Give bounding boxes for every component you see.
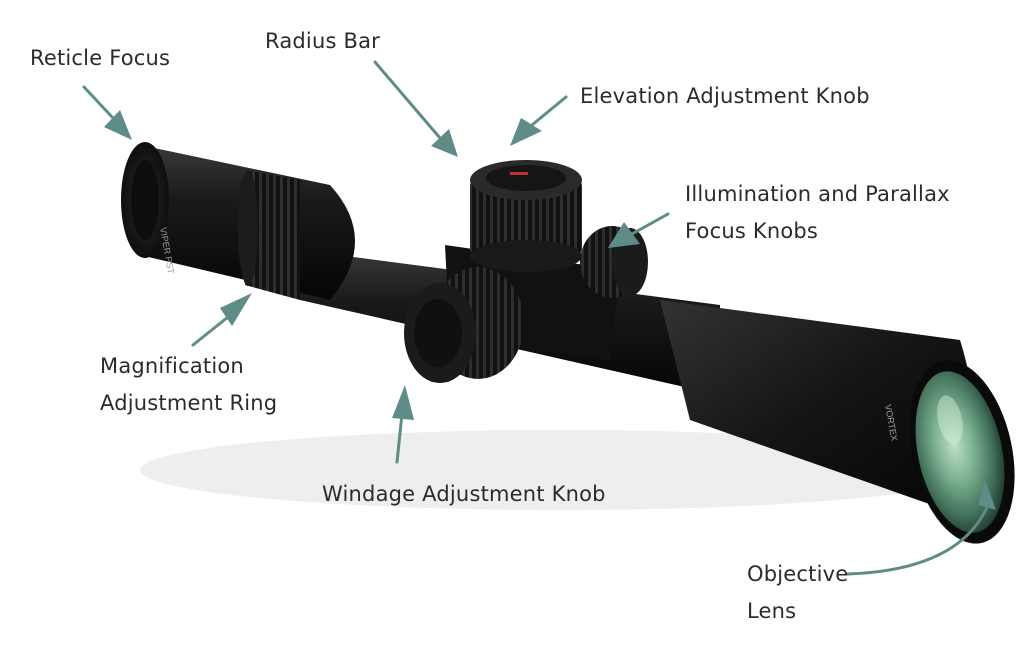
label-elevation-knob: Elevation Adjustment Knob <box>580 78 870 115</box>
objective-lens-arrowhead <box>978 480 996 510</box>
label-illumination-parallax-line1: Illumination and Parallax <box>685 182 950 206</box>
elevation-knob-leader <box>530 95 568 127</box>
elevation-knob-arrowhead <box>510 118 542 146</box>
windage-knob-leader <box>395 412 404 464</box>
label-magnification-ring-line1: Magnification <box>100 354 244 378</box>
label-windage-knob-text: Windage Adjustment Knob <box>322 482 606 506</box>
objective-lens-leader <box>846 503 990 576</box>
label-radius-bar-text: Radius Bar <box>265 29 380 53</box>
label-illumination-parallax: Illumination and Parallax Focus Knobs <box>685 176 950 250</box>
magnification-ring-leader <box>191 315 230 347</box>
label-radius-bar: Radius Bar <box>265 23 380 60</box>
label-objective-lens: Objective Lens <box>747 556 848 630</box>
illumination-parallax-leader <box>630 212 670 236</box>
shadow <box>140 430 980 510</box>
label-objective-lens-line1: Objective <box>747 562 849 586</box>
magnification-ring-arrowhead <box>220 293 252 326</box>
magnification-ring-part <box>238 170 300 300</box>
label-objective-lens-line2: Lens <box>747 599 797 623</box>
elevation-turret <box>470 160 582 272</box>
label-reticle-focus-text: Reticle Focus <box>30 46 171 70</box>
reticle-focus-leader <box>82 85 115 120</box>
radius-bar-leader <box>373 60 442 140</box>
label-elevation-knob-text: Elevation Adjustment Knob <box>580 84 870 108</box>
objective-bell <box>660 300 978 520</box>
radius-bar-arrowhead <box>431 129 458 157</box>
label-illumination-parallax-line2: Focus Knobs <box>685 219 819 243</box>
illumination-parallax-arrowhead <box>608 222 640 248</box>
windage-knob-arrowhead <box>392 385 414 420</box>
label-windage-knob: Windage Adjustment Knob <box>322 476 606 513</box>
parallax-knob <box>580 226 648 298</box>
label-magnification-ring: Magnification Adjustment Ring <box>100 348 277 422</box>
windage-turret <box>404 267 524 383</box>
label-reticle-focus: Reticle Focus <box>30 40 170 77</box>
label-magnification-ring-line2: Adjustment Ring <box>100 391 278 415</box>
reticle-focus-arrowhead <box>104 110 132 140</box>
